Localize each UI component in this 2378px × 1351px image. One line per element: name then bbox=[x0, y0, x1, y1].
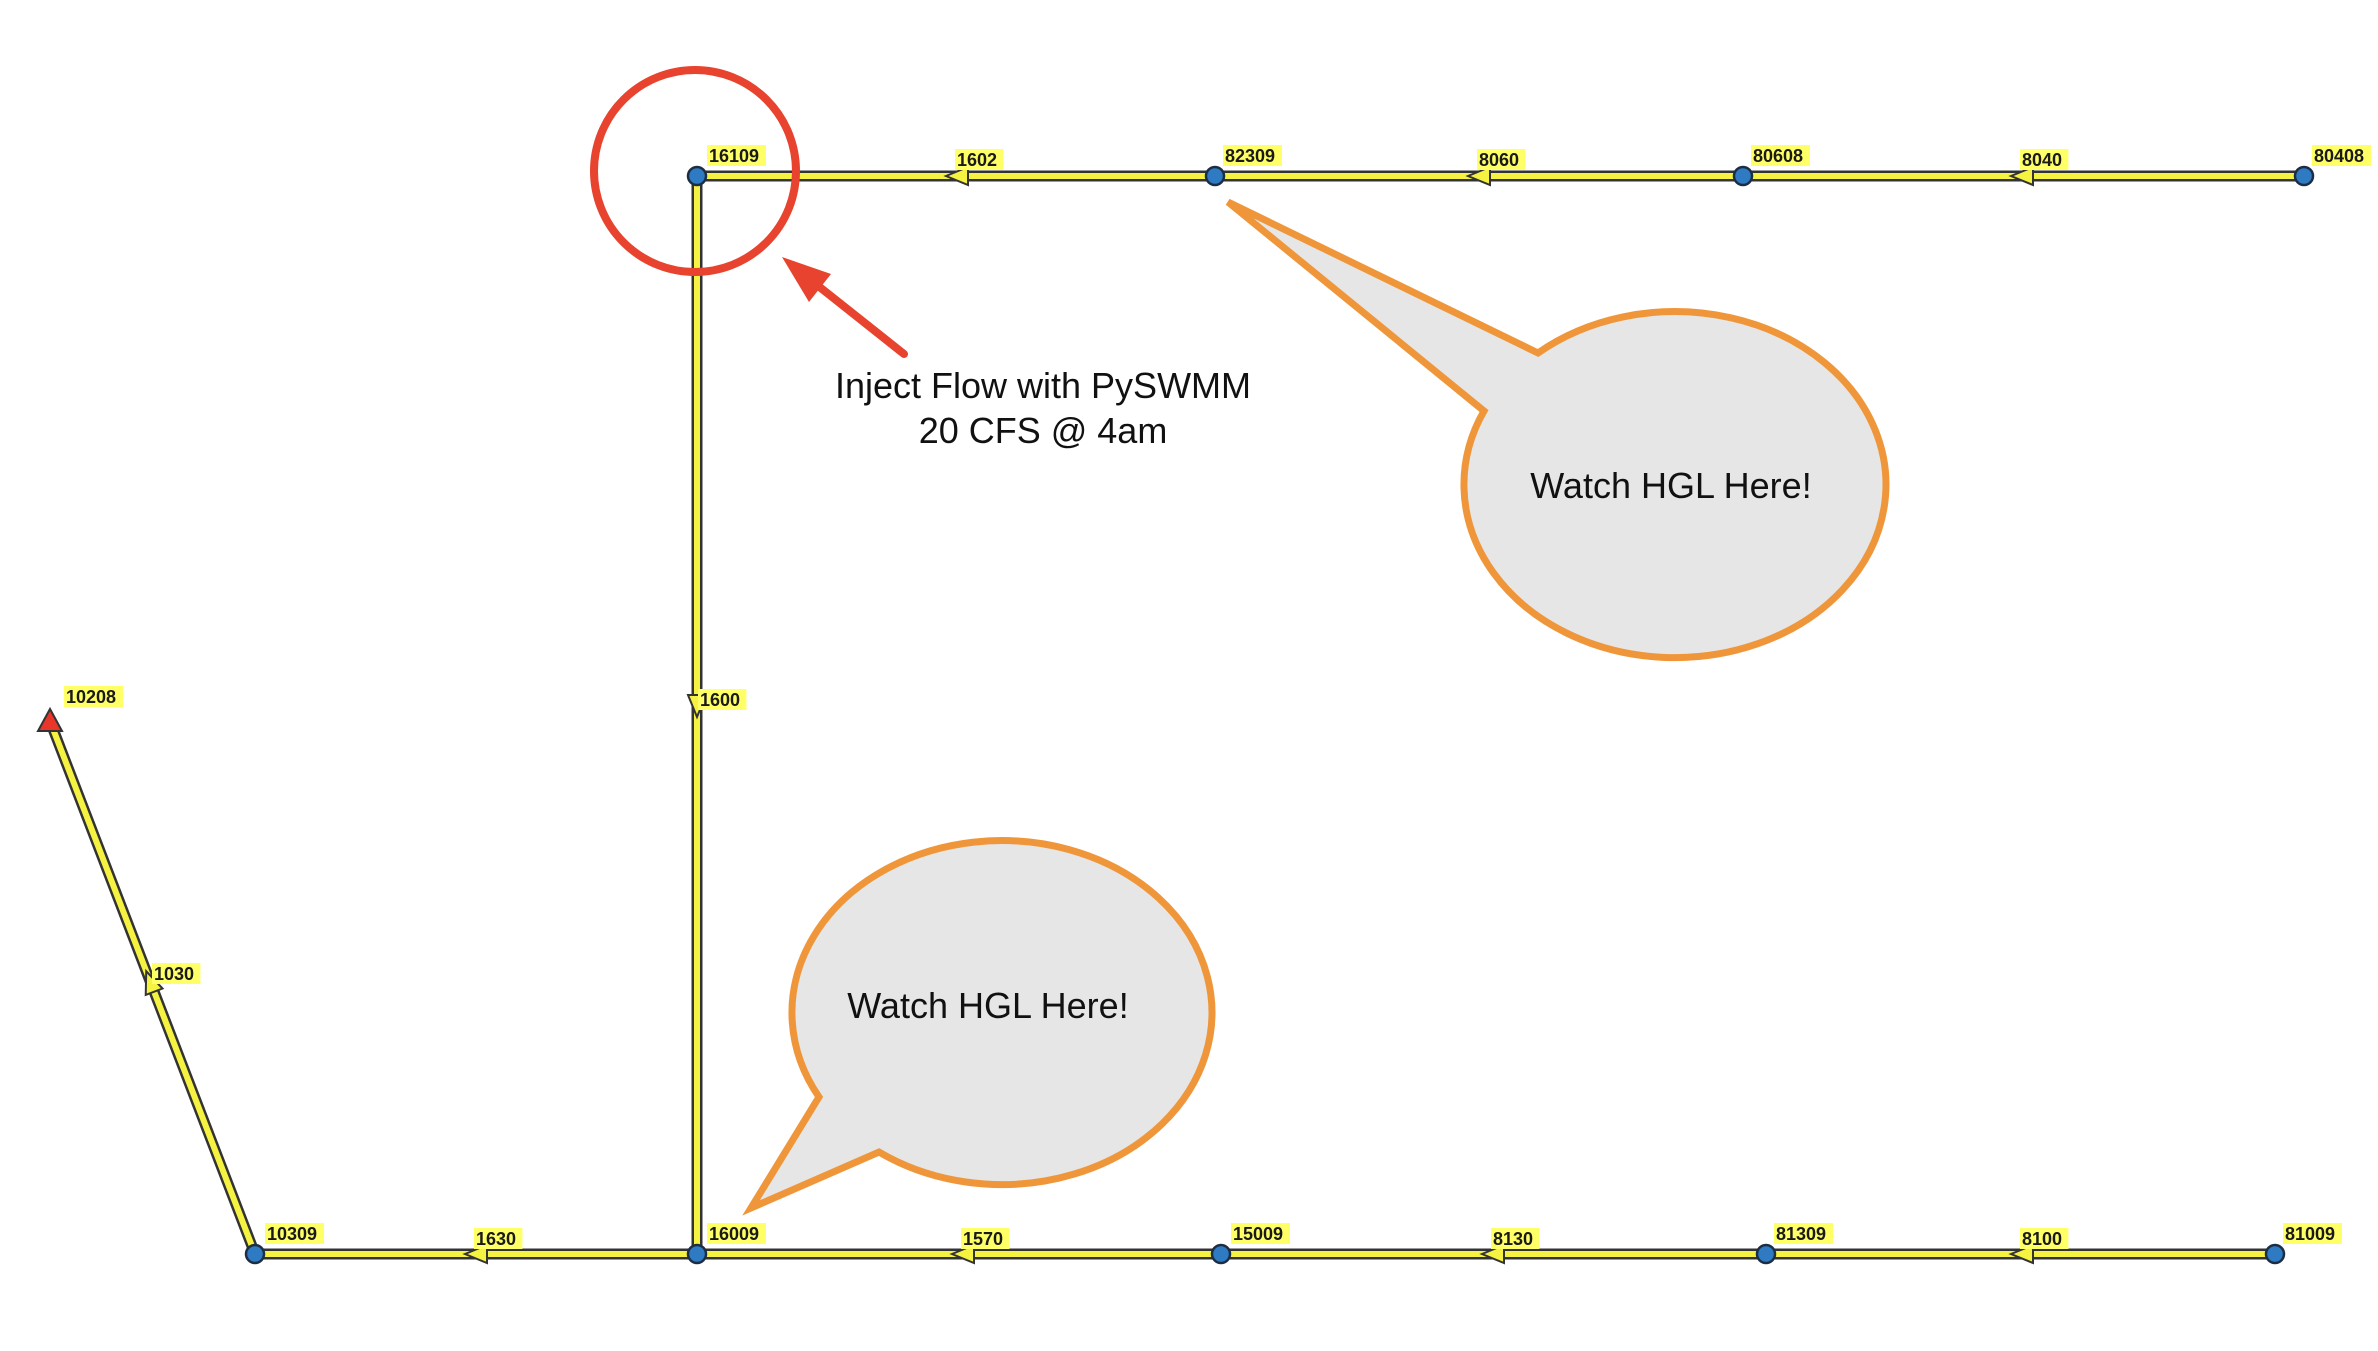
flow-arrow-icon bbox=[943, 165, 969, 187]
node-label-10309-text: 10309 bbox=[267, 1224, 317, 1244]
conduit-8100[interactable] bbox=[1766, 1243, 2275, 1265]
junction-15009[interactable] bbox=[1210, 1243, 1232, 1265]
link-label-8040: 8040 bbox=[2020, 149, 2069, 170]
conduit-8040[interactable] bbox=[1743, 165, 2304, 187]
junction-10309[interactable] bbox=[244, 1243, 266, 1265]
node-label-16009-bg bbox=[707, 1223, 766, 1244]
node-label-80608: 80608 bbox=[1751, 145, 1810, 166]
node-label-10208-text: 10208 bbox=[66, 687, 116, 707]
node-label-16009-text: 16009 bbox=[709, 1224, 759, 1244]
flow-arrow-icon bbox=[1465, 165, 1491, 187]
conduit-1630[interactable] bbox=[255, 1243, 697, 1265]
inject-highlight-circle bbox=[590, 66, 800, 276]
junction-16109[interactable] bbox=[686, 165, 708, 187]
node-label-80608-bg bbox=[1751, 145, 1810, 166]
link-label-1570: 1570 bbox=[961, 1228, 1010, 1249]
node-label-82309-text: 82309 bbox=[1225, 146, 1275, 166]
conduit-8130[interactable] bbox=[1221, 1243, 1766, 1265]
node-label-80408-text: 80408 bbox=[2314, 146, 2364, 166]
nodes-layer bbox=[36, 165, 2315, 1265]
node-label-82309: 82309 bbox=[1223, 145, 1282, 166]
node-label-80408: 80408 bbox=[2312, 145, 2371, 166]
node-label-81009-text: 81009 bbox=[2285, 1224, 2335, 1244]
link-label-1602: 1602 bbox=[955, 149, 1004, 170]
junction-82309[interactable] bbox=[1204, 165, 1226, 187]
link-label-8060: 8060 bbox=[1477, 149, 1526, 170]
link-label-1570-bg bbox=[961, 1228, 1010, 1249]
link-label-1030-bg bbox=[152, 963, 201, 984]
node-label-16109-bg bbox=[707, 145, 766, 166]
link-label-8040-text: 8040 bbox=[2022, 150, 2062, 170]
node-label-80608-text: 80608 bbox=[1753, 146, 1803, 166]
labels-layer: 1602 8060 8040 1600 1030 1630 1570 8130 8100 1610… bbox=[64, 145, 2371, 1249]
bubble-bottom-text: Watch HGL Here! bbox=[847, 985, 1128, 1026]
conduit-1600[interactable] bbox=[686, 176, 708, 1254]
link-label-8100-bg bbox=[2020, 1228, 2069, 1249]
node-label-81009: 81009 bbox=[2283, 1223, 2342, 1244]
node-label-10208: 10208 bbox=[64, 686, 123, 707]
link-label-1570-text: 1570 bbox=[963, 1229, 1003, 1249]
speech-bubble-bottom: Watch HGL Here! bbox=[742, 837, 1216, 1216]
link-label-1630: 1630 bbox=[474, 1228, 523, 1249]
flow-arrow-icon bbox=[2008, 165, 2034, 187]
junction-16009[interactable] bbox=[686, 1243, 708, 1265]
node-label-10208-bg bbox=[64, 686, 123, 707]
node-label-15009-bg bbox=[1231, 1223, 1290, 1244]
node-label-82309-bg bbox=[1223, 145, 1282, 166]
link-label-1602-bg bbox=[955, 149, 1004, 170]
link-label-8130: 8130 bbox=[1491, 1228, 1540, 1249]
link-label-1600: 1600 bbox=[698, 689, 747, 710]
link-label-1600-bg bbox=[698, 689, 747, 710]
inject-note-line1: Inject Flow with PySWMM bbox=[835, 365, 1251, 406]
inject-note-line2: 20 CFS @ 4am bbox=[919, 410, 1168, 451]
conduit-1570[interactable] bbox=[697, 1243, 1221, 1265]
link-label-1030-text: 1030 bbox=[154, 964, 194, 984]
link-label-8130-text: 8130 bbox=[1493, 1229, 1533, 1249]
node-label-15009: 15009 bbox=[1231, 1223, 1290, 1244]
node-label-81009-bg bbox=[2283, 1223, 2342, 1244]
node-label-16009: 16009 bbox=[707, 1223, 766, 1244]
link-label-8040-bg bbox=[2020, 149, 2069, 170]
junction-80608[interactable] bbox=[1732, 165, 1754, 187]
flow-arrow-icon bbox=[2008, 1243, 2034, 1265]
link-label-1602-text: 1602 bbox=[957, 150, 997, 170]
link-label-1600-text: 1600 bbox=[700, 690, 740, 710]
node-label-80408-bg bbox=[2312, 145, 2371, 166]
link-label-8100-text: 8100 bbox=[2022, 1229, 2062, 1249]
links-layer bbox=[44, 165, 2304, 1265]
link-label-8130-bg bbox=[1491, 1228, 1540, 1249]
bubble-top-text: Watch HGL Here! bbox=[1530, 465, 1811, 506]
node-label-81309-text: 81309 bbox=[1776, 1224, 1826, 1244]
outfall-10208[interactable] bbox=[36, 706, 64, 732]
link-label-1630-text: 1630 bbox=[476, 1229, 516, 1249]
node-label-15009-text: 15009 bbox=[1233, 1224, 1283, 1244]
node-label-16109-text: 16109 bbox=[709, 146, 759, 166]
flow-arrow-icon bbox=[462, 1243, 488, 1265]
node-label-10309: 10309 bbox=[265, 1223, 324, 1244]
link-label-8060-bg bbox=[1477, 149, 1526, 170]
node-label-81309-bg bbox=[1774, 1223, 1833, 1244]
conduit-1030[interactable] bbox=[44, 719, 261, 1256]
flow-arrow-icon bbox=[1479, 1243, 1505, 1265]
junction-80408[interactable] bbox=[2293, 165, 2315, 187]
node-label-10309-bg bbox=[265, 1223, 324, 1244]
link-label-1030: 1030 bbox=[152, 963, 201, 984]
node-label-81309: 81309 bbox=[1774, 1223, 1833, 1244]
link-label-8100: 8100 bbox=[2020, 1228, 2069, 1249]
inject-arrow bbox=[782, 257, 908, 358]
link-label-1630-bg bbox=[474, 1228, 523, 1249]
conduit-8060[interactable] bbox=[1215, 165, 1743, 187]
link-label-8060-text: 8060 bbox=[1479, 150, 1519, 170]
junction-81009[interactable] bbox=[2264, 1243, 2286, 1265]
speech-bubble-top: Watch HGL Here! bbox=[1225, 198, 1890, 662]
junction-81309[interactable] bbox=[1755, 1243, 1777, 1265]
node-label-16109: 16109 bbox=[707, 145, 766, 166]
flow-arrow-icon bbox=[949, 1243, 975, 1265]
conduit-1602[interactable] bbox=[697, 165, 1215, 187]
